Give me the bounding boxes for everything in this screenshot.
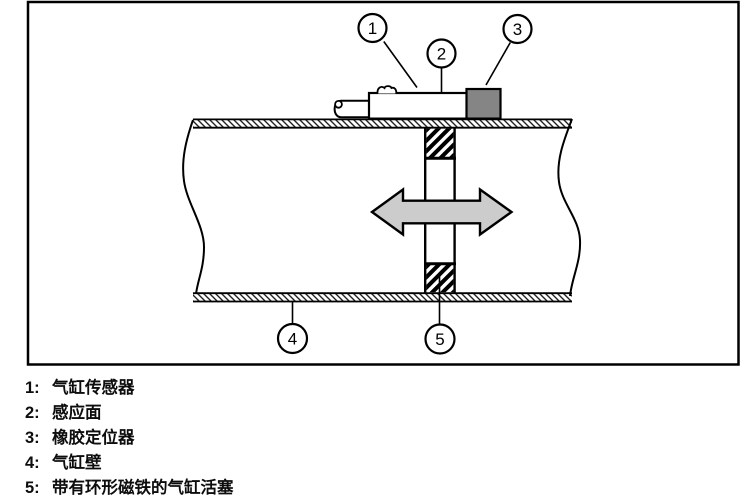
piston-top-seal-hatch <box>426 128 454 158</box>
legend-item-2-label: 感应面 <box>52 404 102 422</box>
cylinder-bottom-wall <box>193 292 572 303</box>
callout-3-number: 3 <box>513 20 522 39</box>
sensor-cable <box>333 99 369 119</box>
callout-2-circle <box>426 38 457 69</box>
leader-line-3 <box>485 42 511 86</box>
callout-1-number: 1 <box>368 19 377 38</box>
legend-item-1: 1: 气缸传感器 <box>25 376 234 401</box>
legend-item-4-label: 气缸壁 <box>52 454 102 472</box>
legend-item-1-label: 气缸传感器 <box>52 379 135 397</box>
legend-item-3-number: 3: <box>25 429 40 447</box>
leader-line-1 <box>383 41 418 88</box>
motion-arrow <box>369 187 514 237</box>
legend-item-5-label: 带有环形磁铁的气缸活塞 <box>52 479 234 497</box>
legend-item-4-number: 4: <box>25 454 40 472</box>
callout-1-circle <box>357 12 388 44</box>
cylinder-sensor-body <box>367 91 469 120</box>
callout-5-circle <box>424 323 456 355</box>
figure-frame <box>26 0 740 366</box>
callout-5-number: 5 <box>435 330 444 349</box>
callout-3-circle <box>502 13 533 45</box>
legend-item-2-number: 2: <box>25 404 40 422</box>
rubber-positioner-block <box>465 87 502 120</box>
callout-4-circle <box>276 322 309 355</box>
cable-end-curl <box>334 100 343 109</box>
callout-3: 3 <box>502 13 533 45</box>
legend-item-5: 5: 带有环形磁铁的气缸活塞 <box>25 476 234 501</box>
legend-item-3: 3: 橡胶定位器 <box>25 426 234 451</box>
break-line-left <box>182 119 206 295</box>
legend-item-5-number: 5: <box>25 479 40 497</box>
callout-1: 1 <box>357 12 388 44</box>
legend: 1: 气缸传感器 2: 感应面 3: 橡胶定位器 4: 气缸壁 5: 带有环形磁… <box>25 376 234 501</box>
sensor-clamp-detail <box>376 85 398 94</box>
cylinder-top-wall <box>193 118 572 129</box>
top-wall-hatch <box>193 118 572 129</box>
callout-2: 2 <box>426 38 457 69</box>
break-line-right <box>557 118 582 297</box>
callout-5: 5 <box>424 323 456 355</box>
legend-item-4: 4: 气缸壁 <box>25 451 234 476</box>
legend-item-1-number: 1: <box>25 379 40 397</box>
callout-2-number: 2 <box>437 45 446 64</box>
legend-item-3-label: 橡胶定位器 <box>52 429 135 447</box>
callout-4-number: 4 <box>288 330 297 349</box>
legend-item-2: 2: 感应面 <box>25 401 234 426</box>
callout-4: 4 <box>276 322 309 355</box>
bottom-wall-hatch <box>193 292 572 303</box>
